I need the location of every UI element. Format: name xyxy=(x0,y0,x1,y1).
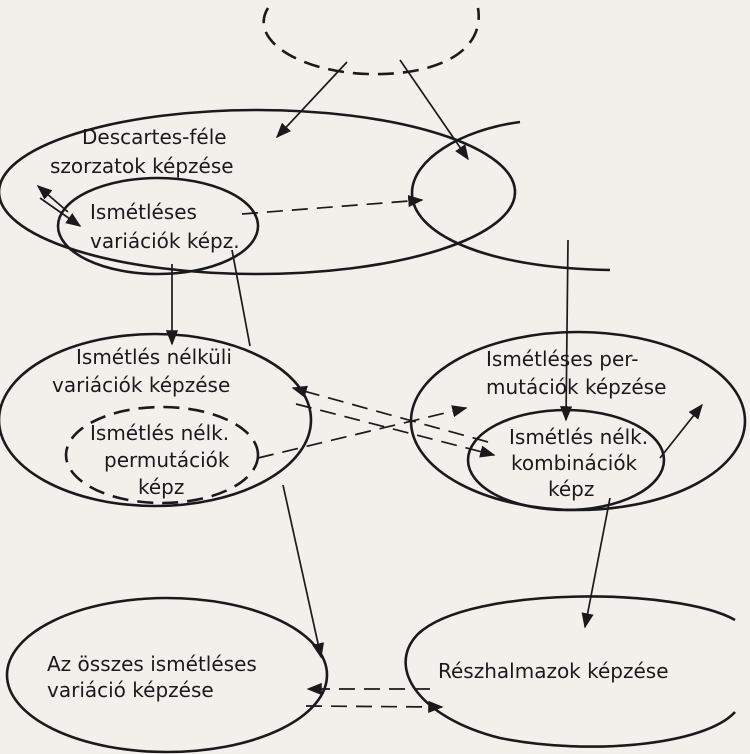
arrow-right-to-komb xyxy=(560,239,573,422)
top-dashed-ellipse xyxy=(262,7,481,76)
arrow-ism-var-left-out xyxy=(36,184,69,213)
descartes-label: Descartes-féle szorzatok képzése xyxy=(50,125,234,178)
nelk-var-label: Ismétlés nélküli variációk képzése xyxy=(52,345,238,397)
ism-var-ellipse xyxy=(56,176,260,276)
reszhalmaz-ellipse xyxy=(404,595,736,748)
osszes-label: Az összes ismétléses variáció képzése xyxy=(47,652,263,702)
nelk-var-ellipse xyxy=(0,332,313,508)
descartes-ellipse xyxy=(0,108,517,276)
dashed-arrow-ism-var-to-right xyxy=(241,194,424,215)
arrow-top-to-descartes xyxy=(275,61,348,139)
nelk-perm-ellipse xyxy=(64,405,260,505)
right-partial-ellipse xyxy=(410,120,611,272)
arrow-nelk-var-to-osszes xyxy=(282,484,325,659)
ism-var-label: Ismétléses variációk képz. xyxy=(90,200,240,253)
nelk-perm-label: Ismétlés nélk. permutációk képz xyxy=(90,421,236,499)
arrow-komb-to-reszhalmaz xyxy=(581,497,611,629)
nelk-komb-label: Ismétlés nélk. kombinációk képz xyxy=(509,425,654,501)
reszhalmaz-label: Részhalmazok képzése xyxy=(438,659,669,683)
dashed-arrow-osszes-to-reszhalmaz xyxy=(305,700,444,714)
ism-perm-label: Ismétléses per- mutációk képzése xyxy=(486,347,666,399)
dashed-arrow-nelk-var-to-komb xyxy=(295,403,496,458)
osszes-ellipse xyxy=(5,596,329,754)
arrow-komb-out xyxy=(659,403,703,459)
dashed-arrow-komb-to-nelk-var xyxy=(291,385,489,443)
line-descartes-to-nelk-var xyxy=(231,249,251,347)
arrow-left-into-ism-var xyxy=(39,197,82,227)
arrow-top-to-right xyxy=(399,59,469,161)
dashed-arrow-perm-to-ism-perm xyxy=(257,405,468,459)
